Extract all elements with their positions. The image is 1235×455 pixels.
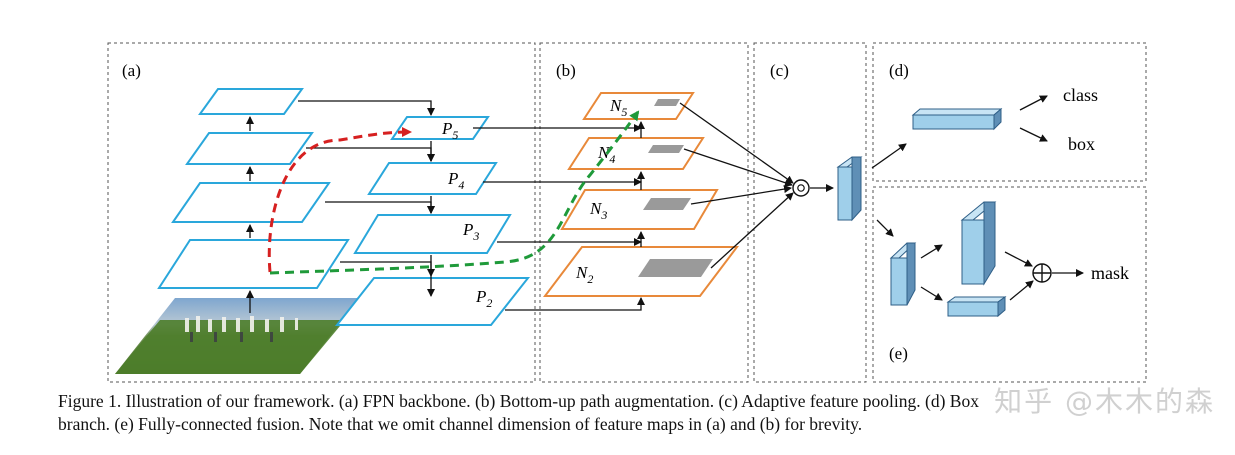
- conv-to-sum-arrow: [1004, 251, 1033, 267]
- lateral-arrow-4: [306, 147, 435, 162]
- panel-c-label: (c): [770, 61, 789, 80]
- panel-d-label: (d): [889, 61, 909, 80]
- class-label: class: [1063, 85, 1098, 105]
- figure-caption: Figure 1. Illustration of our framework.…: [58, 390, 1218, 436]
- fpn-p3: [353, 214, 512, 254]
- input-image: [115, 298, 360, 374]
- bottomup-n5-label: N5: [609, 96, 627, 119]
- fpn-p5: [390, 116, 490, 140]
- n2-to-pool-arrow: [710, 192, 794, 269]
- pooled-feature-block: [836, 156, 863, 222]
- caption-line-1: Figure 1. Illustration of our framework.…: [58, 391, 979, 411]
- box-arrow: [1019, 127, 1048, 142]
- mask-fc-block: [946, 296, 1007, 318]
- panel-a-frame: [107, 42, 536, 383]
- backbone-level-3: [171, 182, 331, 223]
- watermark: 知乎 @木木的森: [994, 385, 1215, 418]
- panel-d-frame: [872, 42, 1147, 182]
- fpn-p2-label: P2: [475, 287, 492, 310]
- bottomup-n2: [542, 246, 740, 297]
- mask-to-fc-arrow: [920, 286, 943, 301]
- fpn-p2: [334, 277, 531, 326]
- n4-to-pool-arrow: [683, 148, 793, 187]
- panel-c-frame: [753, 42, 867, 383]
- backbone-level-4: [185, 132, 314, 165]
- fpn-p5-label: P5: [441, 119, 458, 142]
- fpn-p4-label: P4: [447, 169, 464, 192]
- fpn-p4: [367, 162, 498, 195]
- class-arrow: [1019, 95, 1048, 111]
- mask-to-conv-arrow: [920, 244, 943, 259]
- roi-patch: [638, 259, 713, 277]
- framework-diagram: (a) (b) (c) (d) (e) P5 P4: [107, 42, 1147, 383]
- p2-to-n2-arrow: [505, 297, 645, 311]
- panel-a-label: (a): [122, 61, 141, 80]
- box-fc-block: [911, 107, 1003, 131]
- lateral-arrow-5: [298, 100, 435, 116]
- fpn-p3-label: P3: [462, 220, 479, 243]
- lateral-arrow-3: [325, 201, 435, 214]
- to-mask-branch-arrow: [876, 219, 894, 237]
- bottomup-n2-label: N2: [575, 263, 593, 286]
- mask-conv-block: [960, 201, 997, 286]
- green-shortcut-path: [269, 110, 640, 275]
- roi-patch: [643, 198, 691, 210]
- n3-to-pool-arrow: [690, 185, 792, 205]
- mask-input-block: [889, 242, 917, 306]
- red-shortcut-path: [267, 127, 412, 273]
- fusion-operator-icon: [792, 179, 810, 197]
- fc-to-sum-arrow: [1009, 280, 1034, 301]
- mask-label: mask: [1091, 263, 1129, 283]
- panel-b-frame: [539, 42, 749, 383]
- roi-patch: [654, 99, 680, 106]
- bottomup-n4-label: N4: [597, 143, 615, 166]
- panel-b-label: (b): [556, 61, 576, 80]
- bottomup-n4: [567, 137, 705, 170]
- bottomup-n5: [582, 92, 695, 120]
- bottomup-n3-label: N3: [589, 199, 607, 222]
- n5-to-pool-arrow: [679, 102, 794, 184]
- caption-line-2: branch. (e) Fully-connected fusion. Note…: [58, 414, 863, 434]
- sum-operator-icon: [1032, 263, 1052, 283]
- backbone-level-2: [157, 239, 350, 289]
- bottomup-n3: [560, 189, 719, 230]
- panel-e-label: (e): [889, 344, 908, 363]
- to-box-branch-arrow: [871, 143, 907, 169]
- box-label: box: [1068, 134, 1095, 154]
- roi-patch: [648, 145, 684, 153]
- backbone-level-5: [198, 88, 304, 115]
